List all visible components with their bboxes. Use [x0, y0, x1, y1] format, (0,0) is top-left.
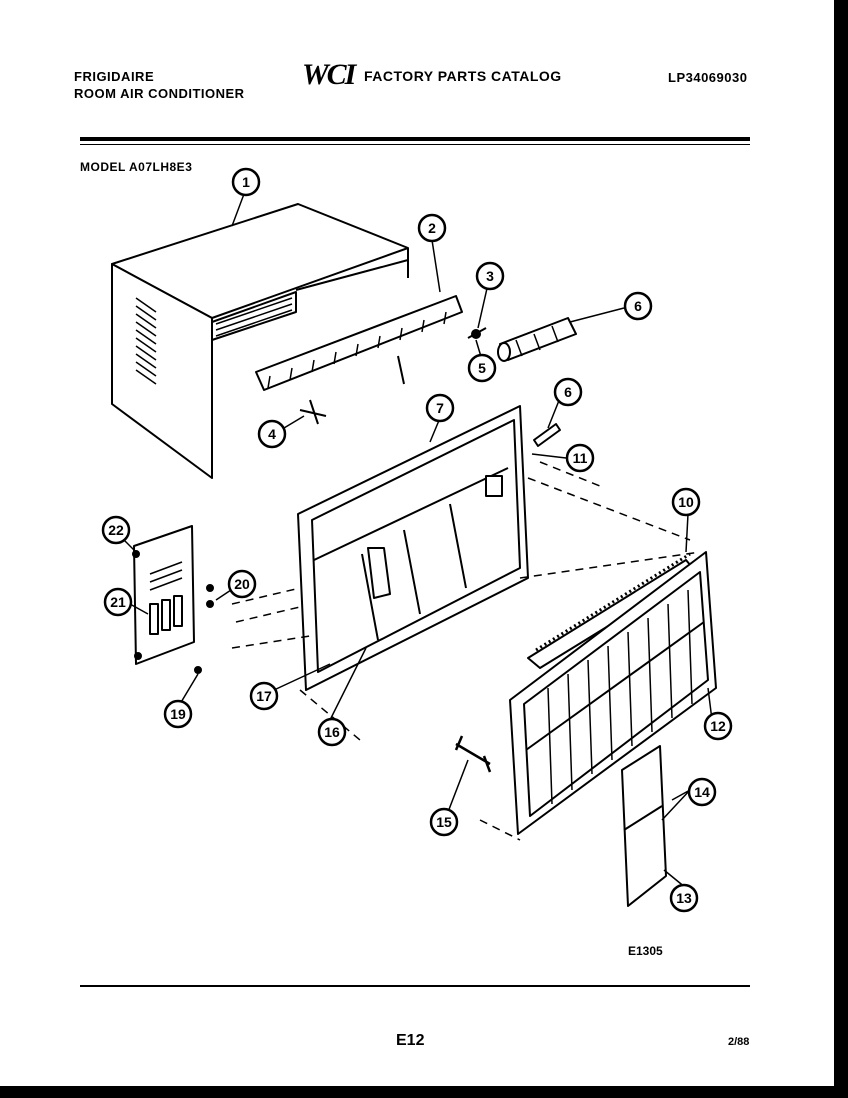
- callout-12: 12: [710, 718, 726, 734]
- header-rule: [80, 137, 750, 141]
- catalog-title: FACTORY PARTS CATALOG: [364, 68, 562, 84]
- callout-2: 2: [428, 220, 436, 236]
- catalog-date: 2/88: [728, 1036, 750, 1048]
- footer-rule: [80, 985, 750, 987]
- cylinder-part: [497, 317, 577, 362]
- callout-10: 10: [678, 494, 694, 510]
- callout-14: 14: [694, 784, 710, 800]
- callout-20: 20: [234, 576, 250, 592]
- grille-part: [509, 551, 717, 835]
- callout-7: 7: [436, 400, 444, 416]
- brand-block: FRIGIDAIRE ROOM AIR CONDITIONER: [74, 68, 245, 102]
- callout-3: 3: [486, 268, 494, 284]
- page-number: E12: [396, 1032, 425, 1049]
- catalog-code: LP34069030: [668, 70, 748, 85]
- cabinet-part: [111, 203, 409, 479]
- model-label: MODEL A07LH8E3: [80, 160, 193, 174]
- callout-1: 1: [242, 174, 250, 190]
- callout-5: 5: [478, 360, 486, 376]
- callout-17: 17: [256, 688, 272, 704]
- callout-22: 22: [108, 522, 124, 538]
- callout-6-cylinder: 6: [634, 298, 642, 314]
- callout-16: 16: [324, 724, 340, 740]
- callout-15: 15: [436, 814, 452, 830]
- wci-logo: WCI: [302, 58, 356, 91]
- control-panel-part: [132, 525, 195, 665]
- callout-6-bar: 6: [564, 384, 572, 400]
- parts-catalog-page: FRIGIDAIRE ROOM AIR CONDITIONER WCI FACT…: [0, 0, 834, 1086]
- callout-11: 11: [573, 450, 588, 466]
- callout-13: 13: [676, 890, 692, 906]
- callout-4: 4: [268, 426, 276, 442]
- callout-19: 19: [170, 706, 186, 722]
- front-frame-part: [297, 405, 529, 691]
- door-part: [621, 745, 667, 907]
- exploded-parts-diagram: 1 2 3 4 5 6 6 7 10 11 12 13 14 15 16 17 …: [101, 167, 733, 913]
- louver-assembly-part: [255, 295, 463, 425]
- brand-name: FRIGIDAIRE: [74, 69, 155, 84]
- product-type: ROOM AIR CONDITIONER: [74, 86, 245, 101]
- callout-21: 21: [110, 594, 126, 610]
- header-rule-thin: [80, 144, 750, 145]
- diagram-id: E1305: [628, 944, 663, 958]
